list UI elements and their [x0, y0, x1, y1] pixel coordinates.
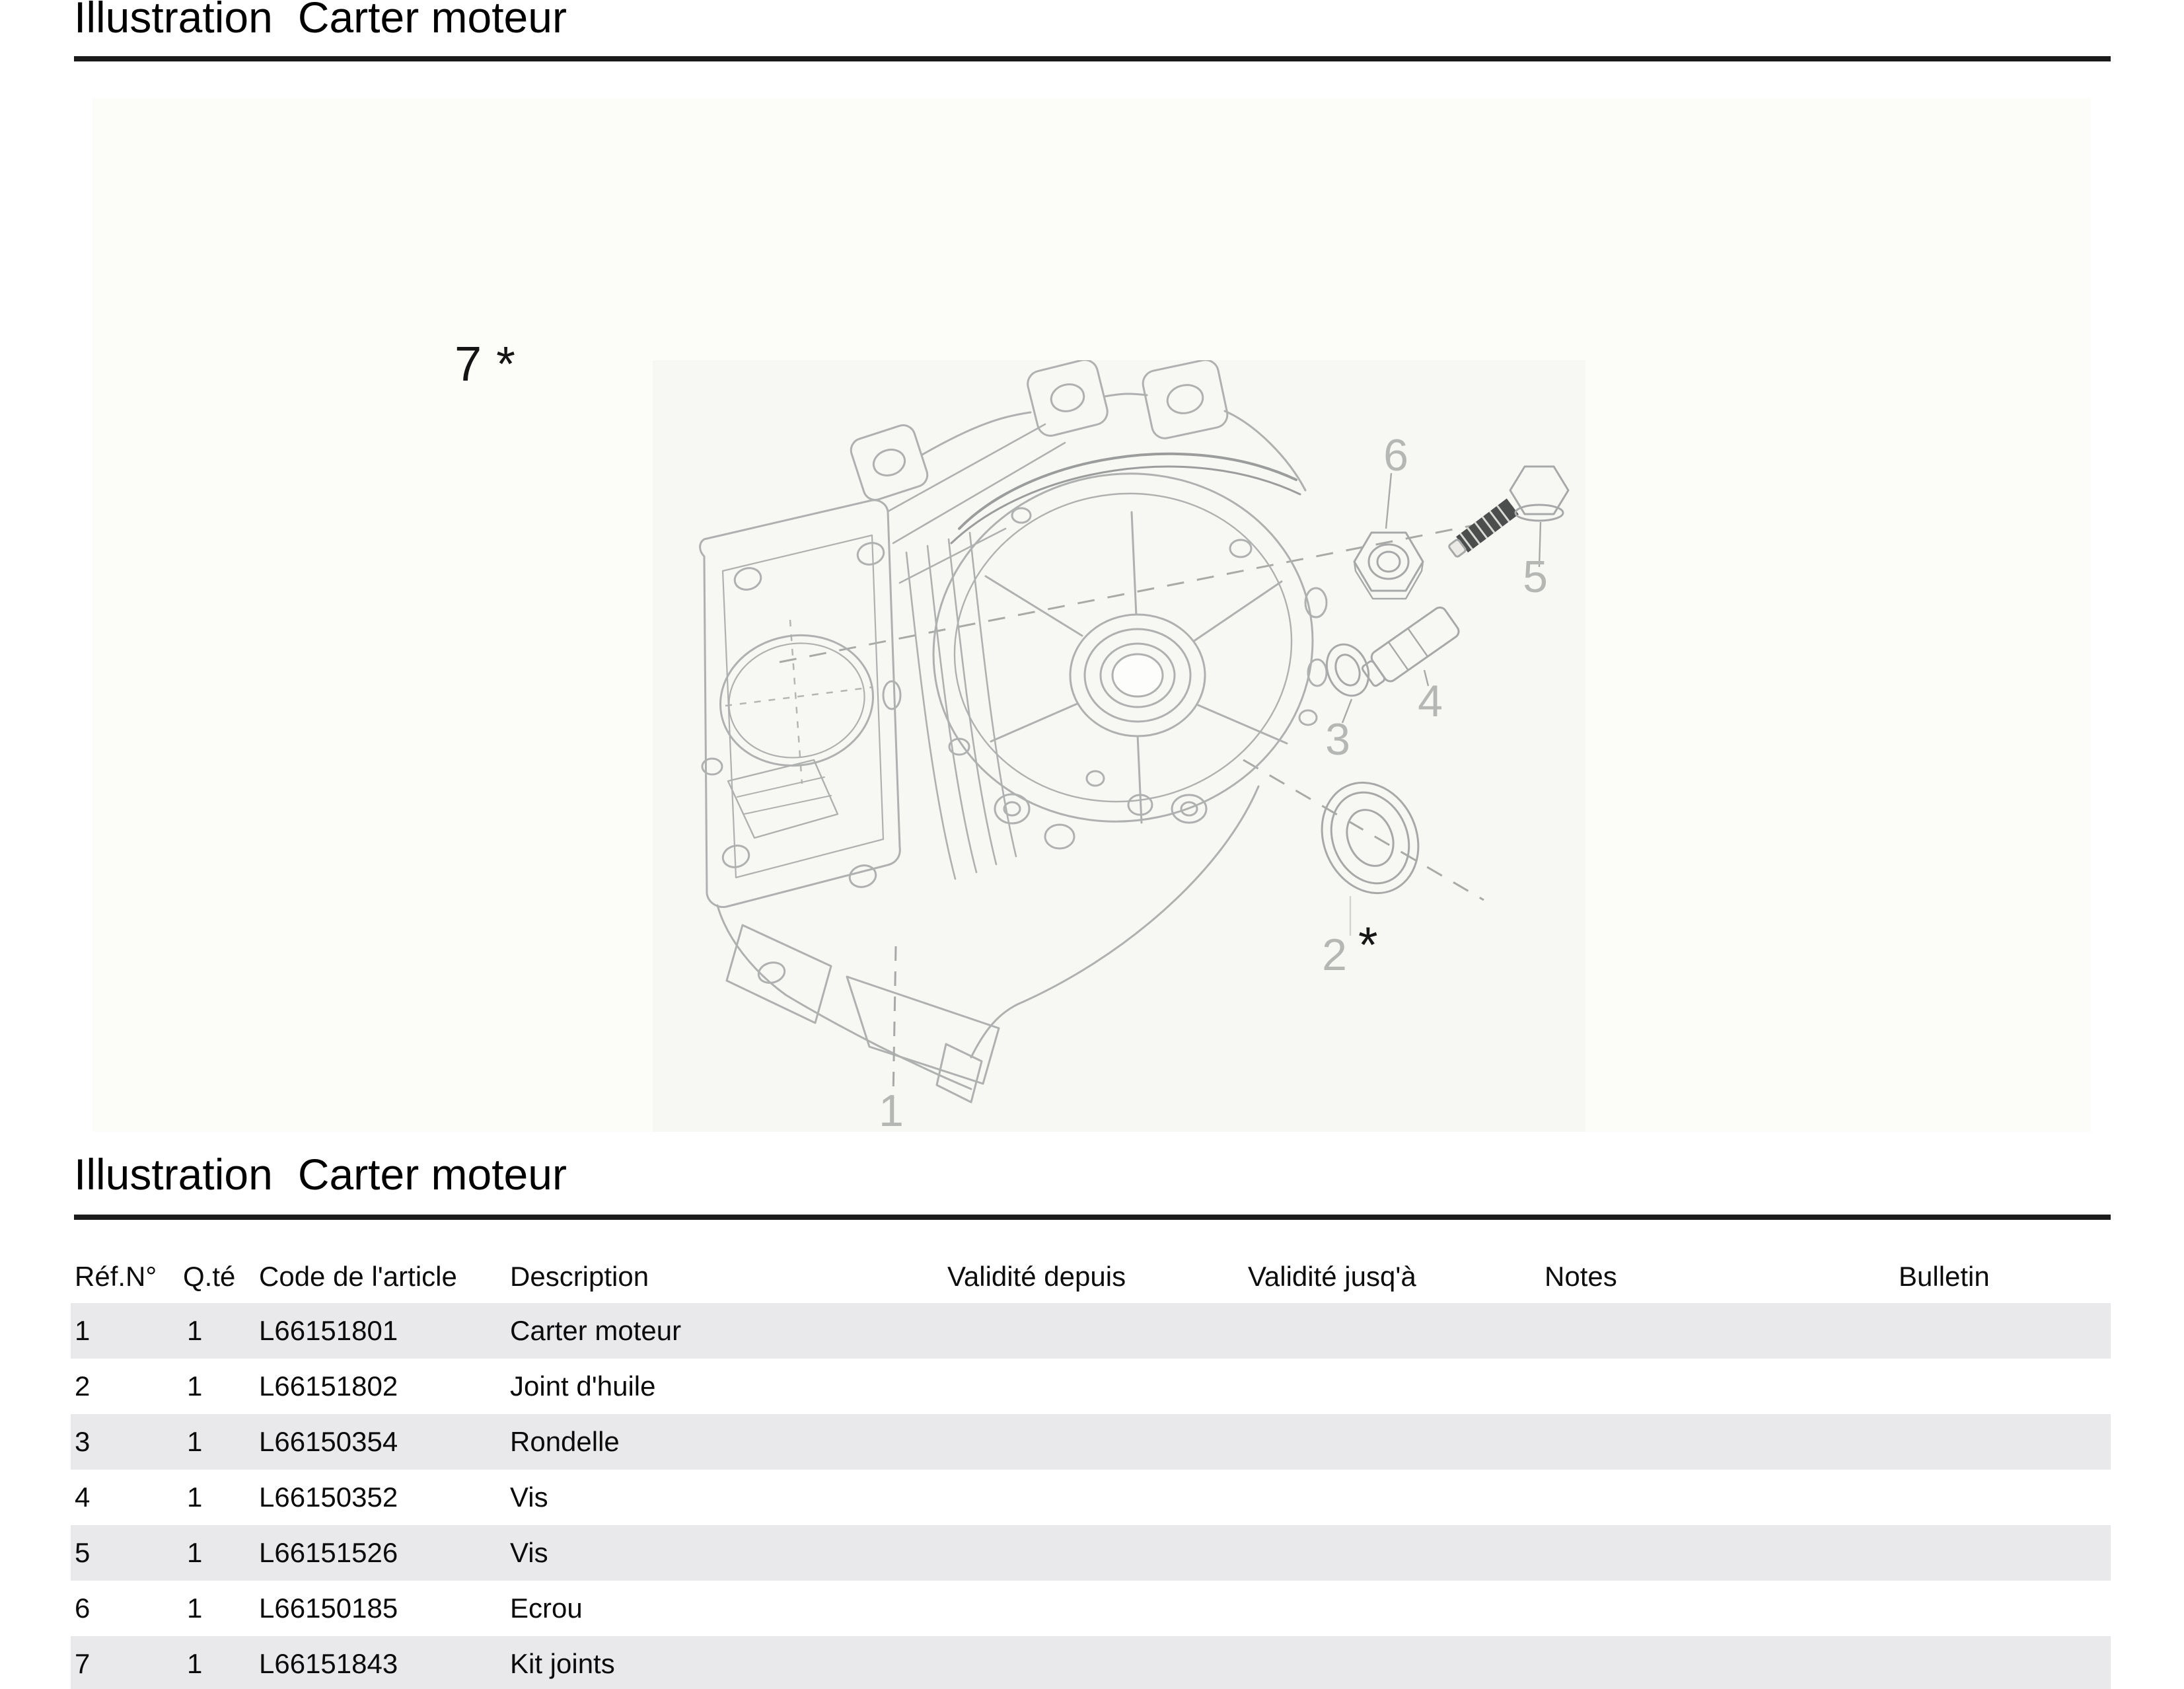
bolt-part — [1448, 465, 1570, 568]
header-ref: Réf.N° — [75, 1261, 157, 1292]
cell-desc: Vis — [510, 1537, 548, 1568]
crankcase-drawing: 1 2 3 4 5 6 * — [699, 360, 1570, 1132]
cell-code: L66151526 — [259, 1537, 398, 1568]
cell-code: L66151843 — [259, 1648, 398, 1679]
cell-qty: 1 — [187, 1426, 203, 1457]
table-row: 5 1 L66151526 Vis — [71, 1525, 2111, 1581]
cell-ref: 1 — [75, 1315, 91, 1346]
cell-code: L66150354 — [259, 1426, 398, 1457]
header-notes: Notes — [1545, 1261, 1617, 1292]
cell-ref: 3 — [75, 1426, 91, 1457]
table-row: 6 1 L66150185 Ecrou — [71, 1581, 2111, 1636]
callout-7-asterisk: * — [496, 336, 515, 391]
callout-7: 7* — [455, 336, 515, 392]
cell-desc: Joint d'huile — [510, 1370, 656, 1402]
cell-ref: 2 — [75, 1370, 91, 1402]
cell-desc: Vis — [510, 1482, 548, 1513]
illustration-name: Carter moteur — [297, 0, 567, 42]
table-row: 7 1 L66151843 Kit joints — [71, 1636, 2111, 1689]
cell-desc: Kit joints — [510, 1648, 615, 1679]
callout-2: 2 — [1322, 930, 1347, 980]
cooling-fins — [887, 423, 1066, 880]
header-description: Description — [510, 1261, 649, 1292]
illustration-name: Carter moteur — [297, 1150, 567, 1199]
mounting-feet — [716, 785, 1260, 1104]
table-section-title: Illustration Carter moteur — [74, 1151, 567, 1197]
plug-part — [1361, 606, 1460, 687]
cell-qty: 1 — [187, 1370, 203, 1402]
table-row: 4 1 L66150352 Vis — [71, 1470, 2111, 1525]
callout-2-asterisk: * — [1358, 917, 1378, 973]
cell-desc: Ecrou — [510, 1593, 583, 1624]
nut-part — [1353, 472, 1424, 600]
oil-seal-part — [1321, 781, 1420, 936]
section-label: Illustration — [74, 1150, 273, 1199]
cell-code: L66150185 — [259, 1593, 398, 1624]
cylinder-flange — [699, 499, 902, 909]
parts-table-header: Réf.N° Q.té Code de l'article Descriptio… — [0, 1259, 2184, 1294]
table-row: 2 1 L66151802 Joint d'huile — [71, 1359, 2111, 1414]
cell-code: L66150352 — [259, 1482, 398, 1513]
exploded-parts — [892, 465, 1570, 1099]
section-label: Illustration — [74, 0, 273, 42]
washer-part — [1325, 643, 1370, 724]
bore-crosshair — [725, 619, 873, 784]
callout-6: 6 — [1383, 430, 1408, 480]
cell-code: L66151802 — [259, 1370, 398, 1402]
callout-4: 4 — [1418, 676, 1443, 726]
dashed-centerlines — [779, 519, 1498, 901]
header-validity-from: Validité depuis — [947, 1261, 1126, 1292]
table-row: 1 1 L66151801 Carter moteur — [71, 1303, 2111, 1359]
callout-5: 5 — [1523, 552, 1548, 602]
header-bulletin: Bulletin — [1899, 1261, 1990, 1292]
header-qty: Q.té — [183, 1261, 236, 1292]
callout-3: 3 — [1325, 714, 1350, 765]
cell-desc: Rondelle — [510, 1426, 620, 1457]
mounting-lugs — [850, 360, 1307, 501]
callout-7-number: 7 — [455, 336, 482, 391]
header-article-code: Code de l'article — [259, 1261, 457, 1292]
cell-desc: Carter moteur — [510, 1315, 682, 1346]
cell-ref: 5 — [75, 1537, 91, 1568]
cell-ref: 6 — [75, 1593, 91, 1624]
leader-1 — [892, 946, 897, 1099]
cell-qty: 1 — [187, 1593, 203, 1624]
crankcase-face — [932, 452, 1328, 850]
cell-qty: 1 — [187, 1537, 203, 1568]
page-title: Illustration Carter moteur — [74, 0, 567, 40]
cell-ref: 7 — [75, 1648, 91, 1679]
callout-1: 1 — [879, 1086, 904, 1132]
crankcase-body — [699, 360, 1328, 1104]
table-row: 3 1 L66150354 Rondelle — [71, 1414, 2111, 1470]
cell-qty: 1 — [187, 1315, 203, 1346]
cell-code: L66151801 — [259, 1315, 398, 1346]
cell-qty: 1 — [187, 1482, 203, 1513]
cell-qty: 1 — [187, 1648, 203, 1679]
illustration-image: 1 2 3 4 5 6 * — [653, 360, 1585, 1132]
cell-ref: 4 — [75, 1482, 91, 1513]
table-divider — [74, 1215, 2111, 1220]
header-validity-to: Validité jusq'à — [1248, 1261, 1416, 1292]
title-divider — [74, 56, 2111, 61]
callout-labels: 1 2 3 4 5 6 — [879, 430, 1548, 1132]
